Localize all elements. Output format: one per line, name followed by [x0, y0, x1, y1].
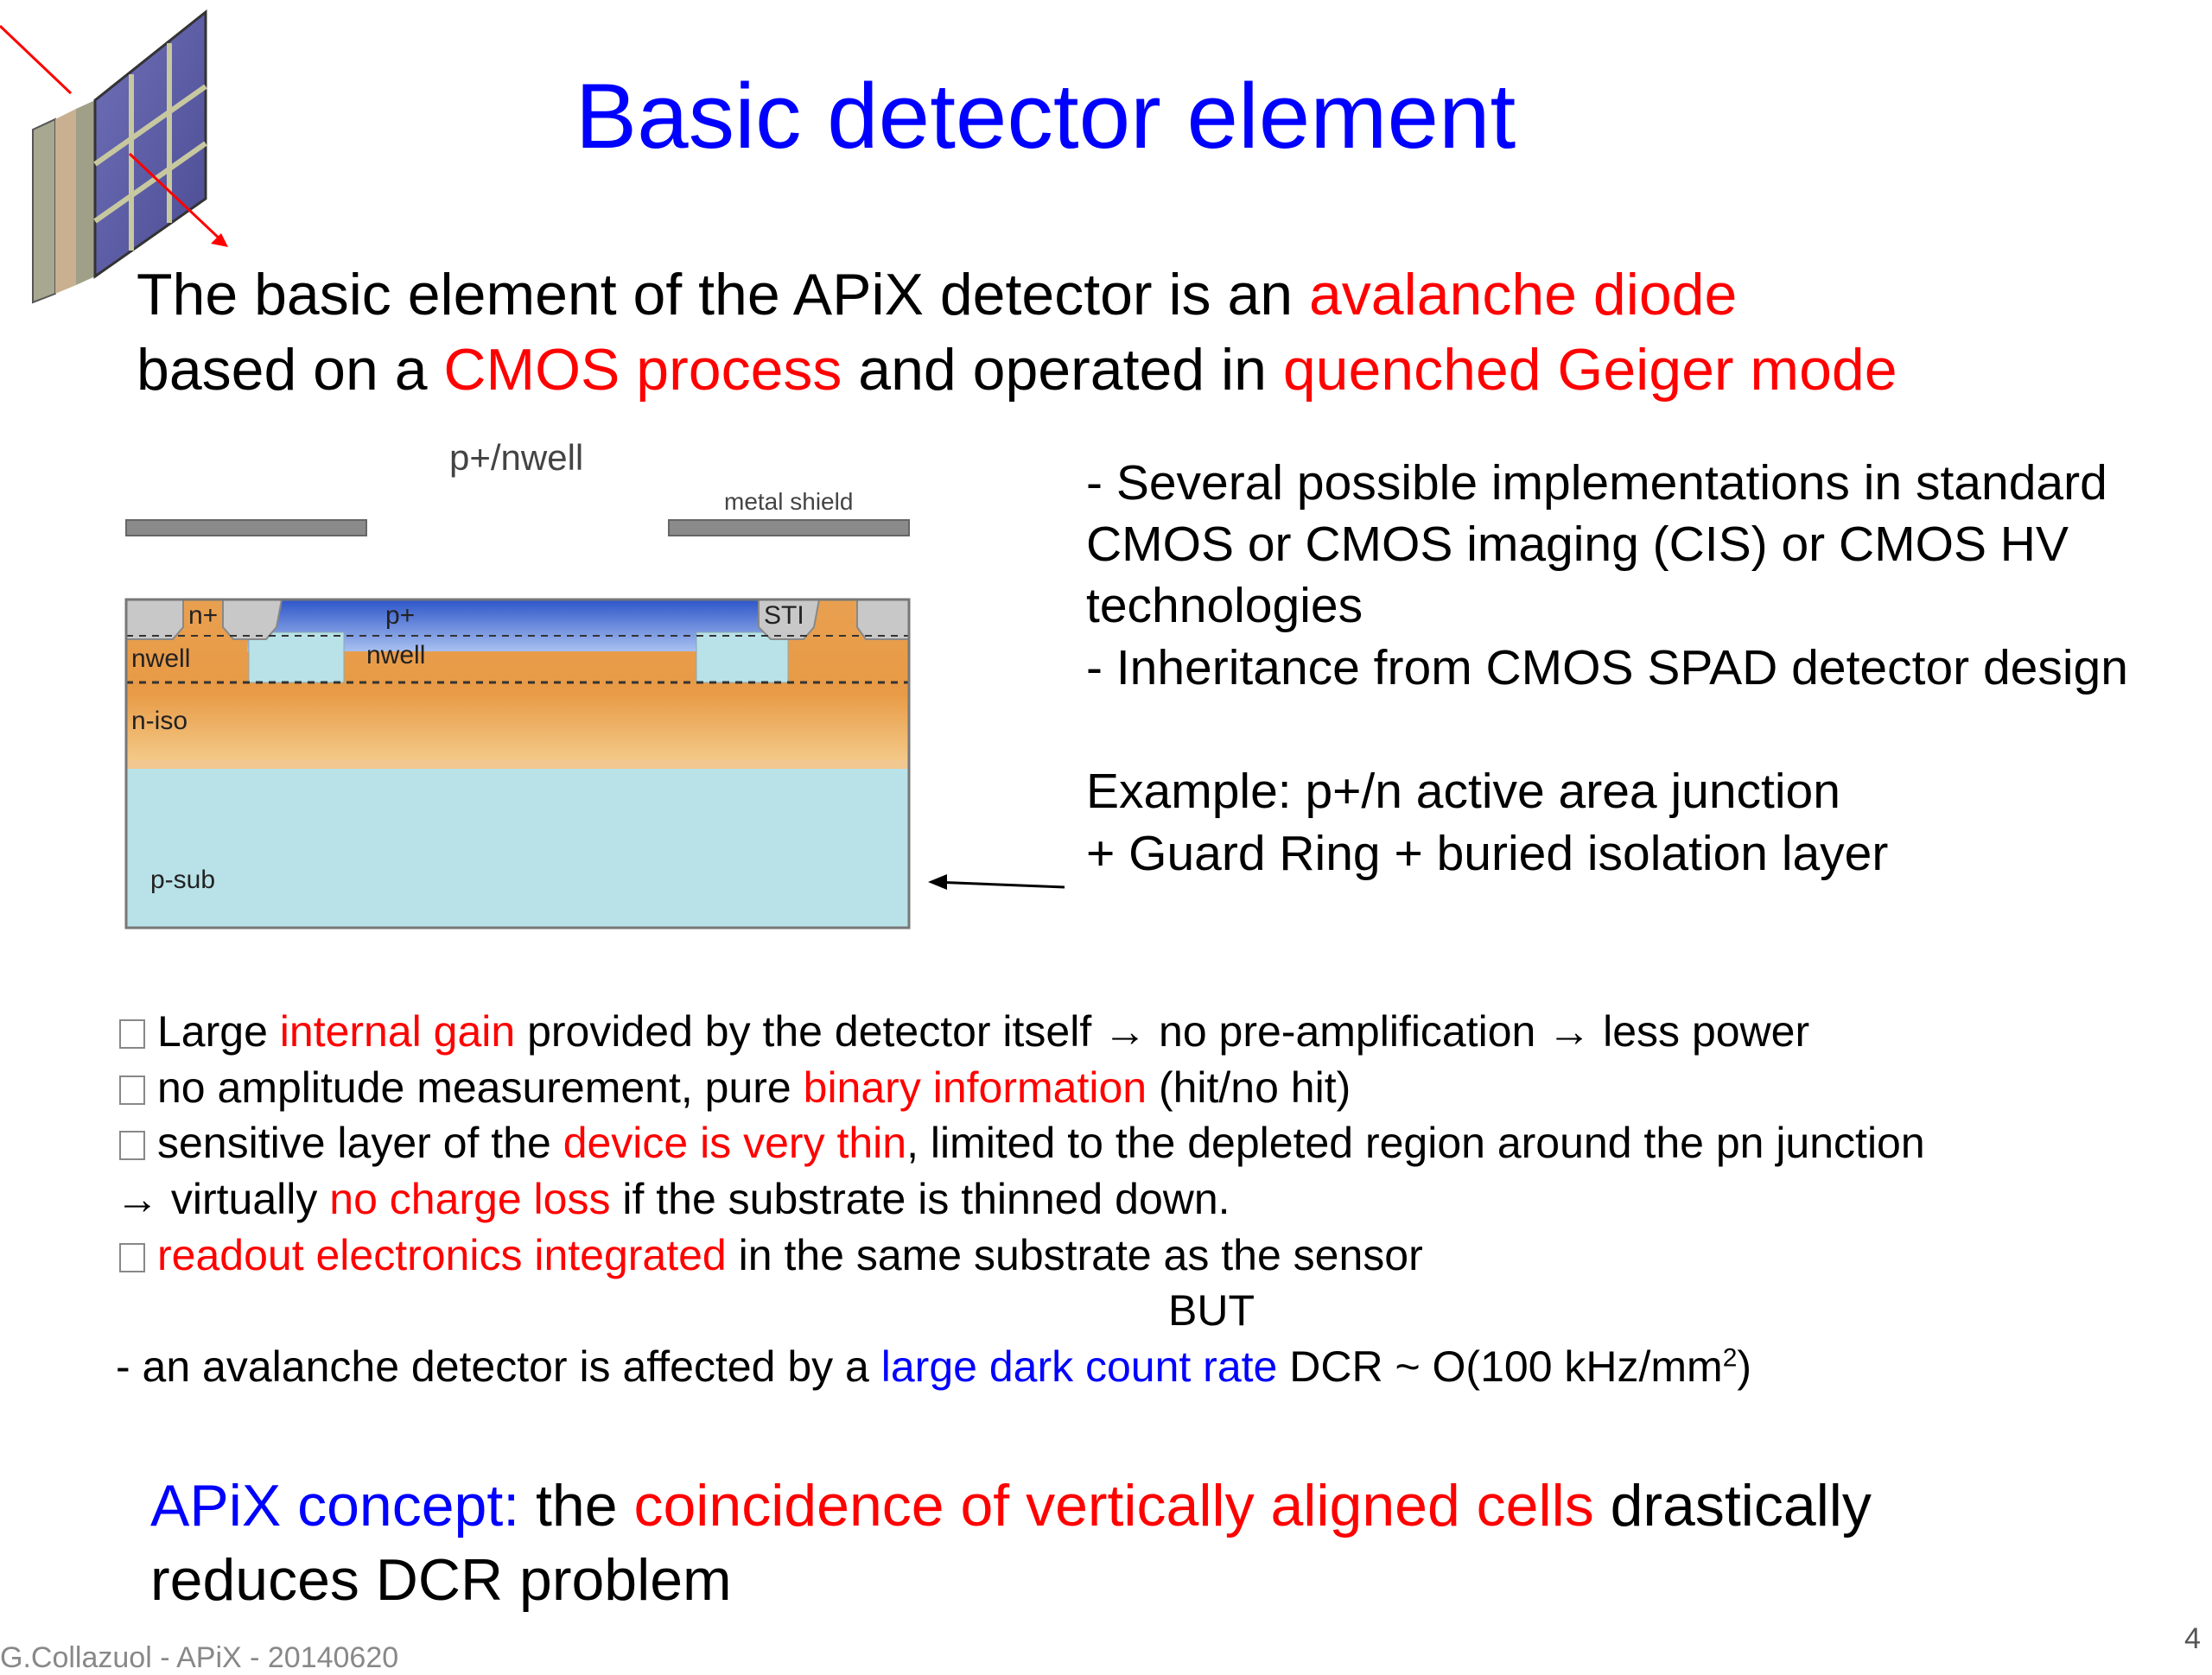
dcr-line: - an avalanche detector is affected by a… — [116, 1342, 1752, 1391]
detector-stack-icon — [0, 9, 228, 304]
concept-line-1: APiX concept: the coincidence of vertica… — [150, 1473, 1872, 1539]
arrow-icon — [932, 880, 1065, 889]
bullet-2: no amplitude measurement, pure binary in… — [119, 1063, 1351, 1113]
bullet-5: readout electronics integrated in the sa… — [119, 1230, 1423, 1280]
checkbox-icon — [119, 1075, 145, 1105]
bullet-4: → virtually no charge loss if the substr… — [116, 1175, 1230, 1223]
bullet-1: Large internal gain provided by the dete… — [119, 1006, 1809, 1056]
p-sub-label: p-sub — [150, 866, 215, 894]
intro-line-2: based on a CMOS process and operated in … — [137, 337, 1897, 403]
nwell-left-label: nwell — [131, 644, 190, 673]
cross-section-diagram: p+/nwell metal shield n+ p+ STI nwell nw… — [124, 437, 1065, 929]
right-text-line-6: + Guard Ring + buried isolation layer — [1086, 826, 1889, 881]
right-text-line-2: CMOS or CMOS imaging (CIS) or CMOS HV — [1086, 517, 2069, 572]
right-text-line-3: technologies — [1086, 578, 1363, 633]
p-plus-label: p+ — [385, 601, 415, 630]
sti-label: STI — [764, 601, 804, 630]
footer-text: G.Collazuol - APiX - 20140620 — [0, 1641, 399, 1674]
bullet-3: sensitive layer of the device is very th… — [119, 1118, 1925, 1168]
checkbox-icon — [119, 1019, 145, 1049]
right-text-line-1: - Several possible implementations in st… — [1086, 455, 2107, 511]
concept-line-2: reduces DCR problem — [150, 1547, 732, 1613]
diagram-top-label: p+/nwell — [449, 437, 583, 478]
right-text-line-4: - Inheritance from CMOS SPAD detector de… — [1086, 640, 2128, 695]
right-text-line-5: Example: p+/n active area junction — [1086, 764, 1840, 819]
checkbox-icon — [119, 1131, 145, 1160]
metal-shield-left — [125, 519, 367, 536]
n-iso-label: n-iso — [131, 707, 188, 735]
n-plus-label: n+ — [188, 601, 218, 630]
metal-shield-label: metal shield — [724, 488, 853, 515]
page-number: 4 — [2184, 1622, 2201, 1655]
intro-line-1: The basic element of the APiX detector i… — [137, 262, 1738, 327]
slide-title: Basic detector element — [575, 64, 1516, 168]
nwell-center-label: nwell — [366, 641, 425, 669]
but-label: BUT — [1168, 1286, 1255, 1335]
metal-shield-right — [668, 519, 910, 536]
checkbox-icon — [119, 1243, 145, 1272]
